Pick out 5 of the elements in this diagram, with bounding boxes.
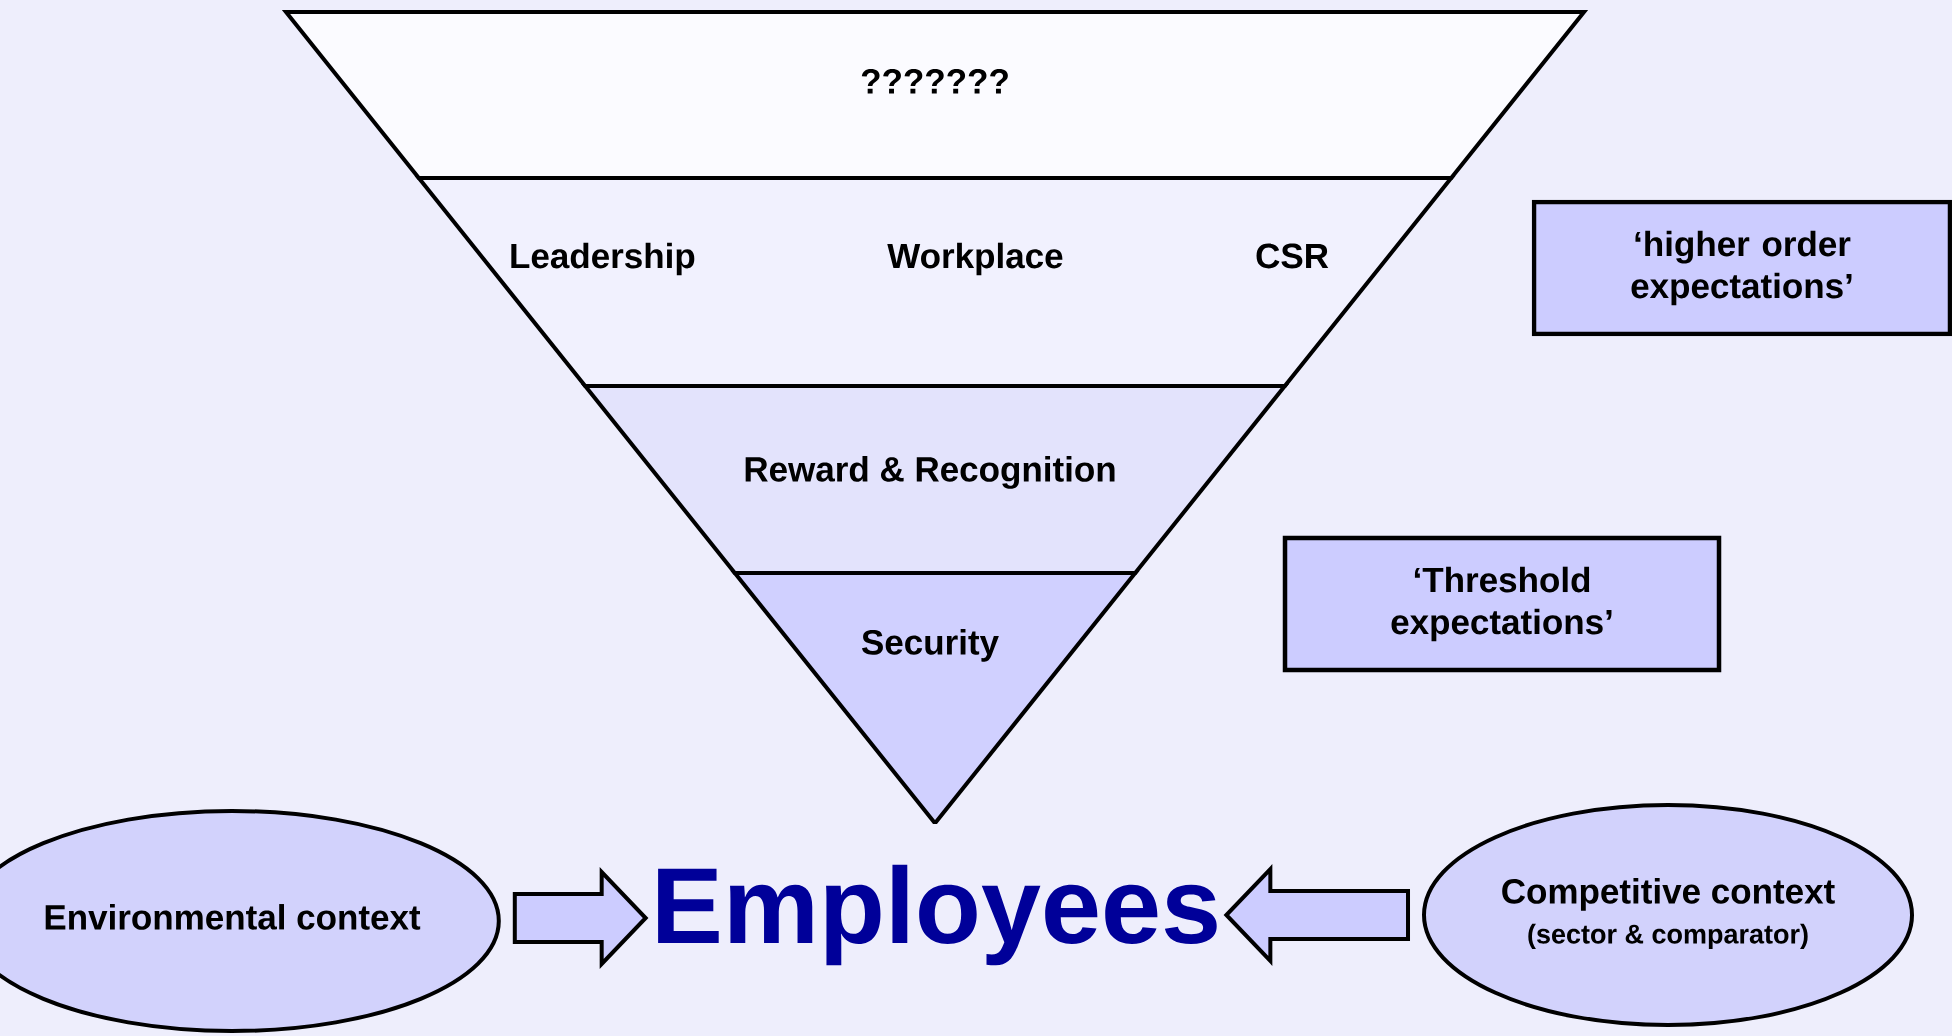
- block-arrow: [512, 867, 649, 969]
- label-box: ‘Threshold expectations’: [1282, 535, 1722, 673]
- label-box: ‘higher order expectations’: [1531, 199, 1952, 337]
- heading-text: Employees: [658, 864, 1217, 966]
- block-arrow: [1223, 864, 1410, 966]
